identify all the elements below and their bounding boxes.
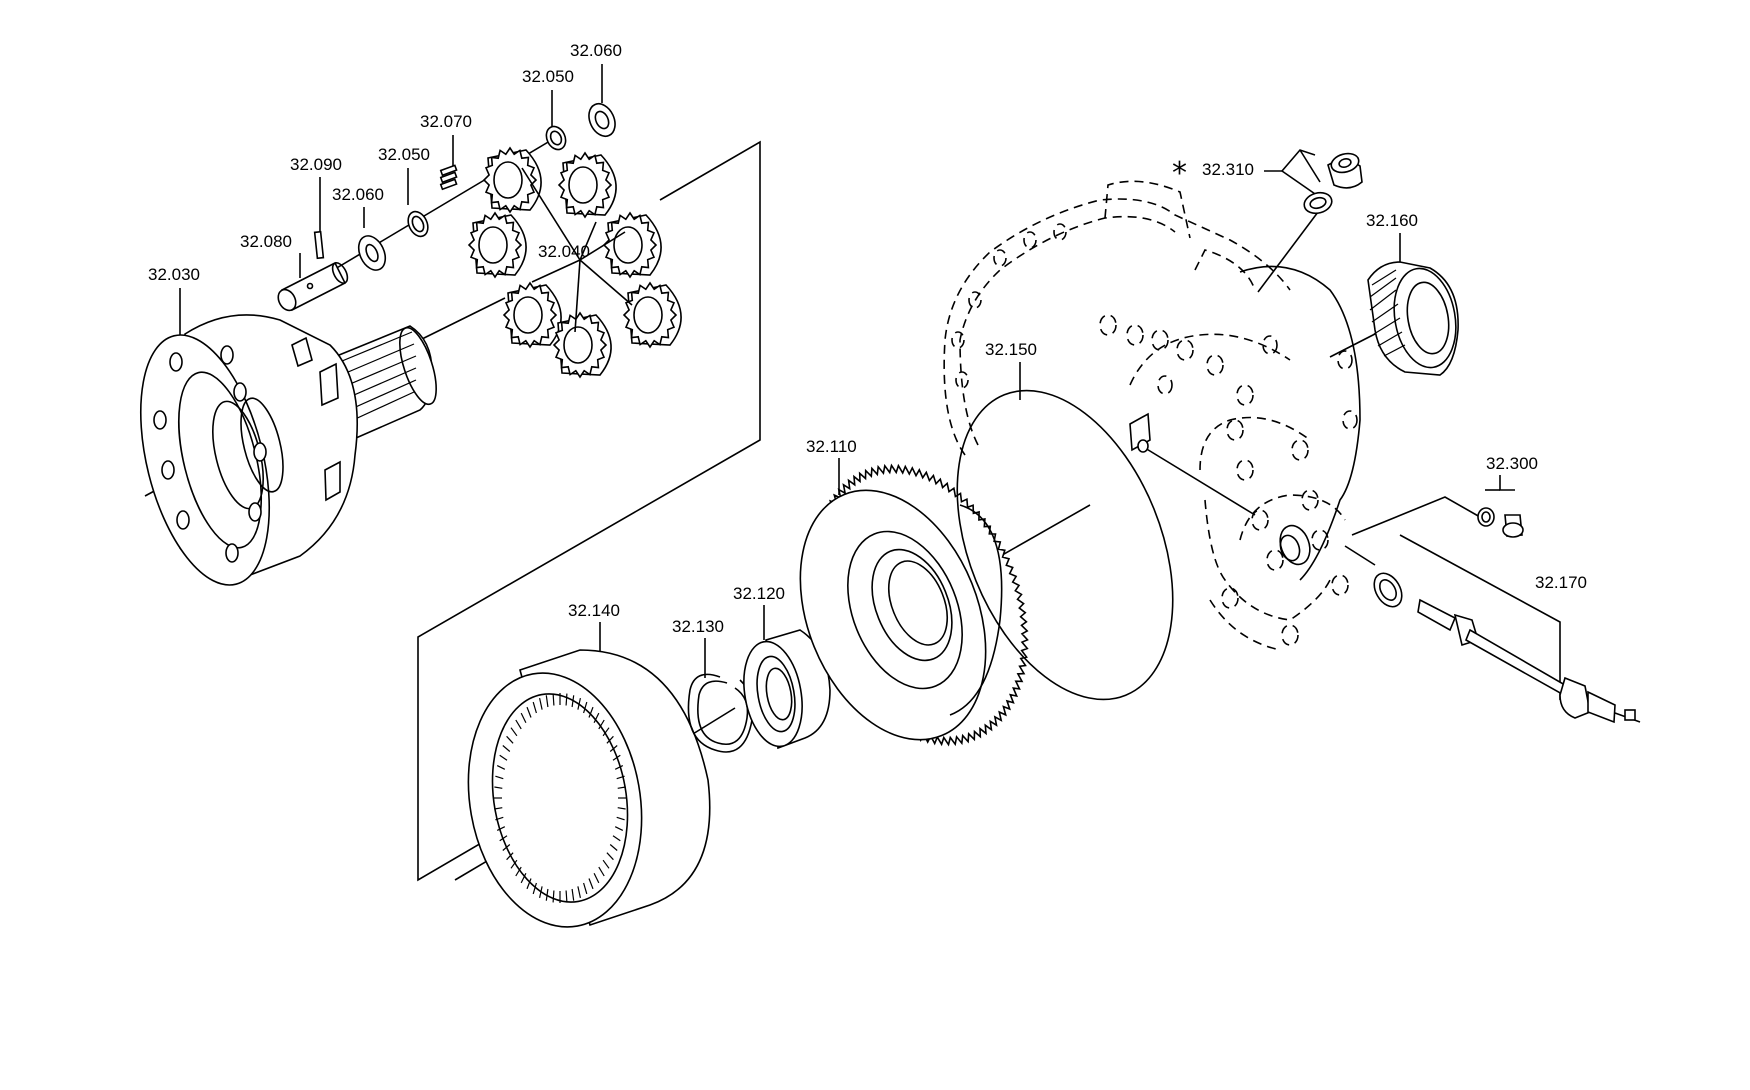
bevel-gear [1367,261,1459,376]
label-32-050-mid: 32.050 [378,145,430,164]
label-32-030: 32.030 [148,265,200,284]
label-32-060-mid: 32.060 [332,185,384,204]
label-32-300: 32.300 [1486,454,1538,473]
circlip [687,673,754,753]
label-32-040: 32.040 [538,242,590,261]
planet-gear [482,146,542,214]
planet-carrier [139,314,437,586]
planet-gear [502,281,562,349]
planet-gear [467,211,527,279]
planet-gears [467,146,682,379]
planet-gear [602,211,662,279]
planet-gear [552,311,612,379]
label-32-110: 32.110 [806,437,857,456]
ring-gear [467,649,711,928]
label-32-060-top: 32.060 [570,41,622,60]
seal-screw [1477,507,1524,538]
label-32-160: 32.160 [1366,211,1418,230]
label-32-150: 32.150 [985,340,1037,359]
screw-plug [1303,152,1363,215]
label-32-050-top: 32.050 [522,67,574,86]
asterisk-marker: * [1172,156,1187,191]
planet-gear [557,151,617,219]
planet-gear [622,281,682,349]
housing [943,180,1361,651]
label-32-310: 32.310 [1202,160,1254,179]
label-32-130: 32.130 [672,617,724,636]
label-32-120: 32.120 [733,584,785,603]
label-32-140: 32.140 [568,601,620,620]
speed-sensor [1373,572,1641,724]
o-ring [956,389,1174,701]
planet-gear-leaders [521,167,633,333]
bearing [743,629,831,750]
pin-assembly [277,102,616,312]
label-32-080: 32.080 [240,232,292,251]
part-labels: 32.060 32.050 32.070 32.090 32.050 32.06… [148,41,1587,636]
main-gear [799,463,1029,747]
label-32-090: 32.090 [290,155,342,174]
label-32-170: 32.170 [1535,573,1587,592]
label-32-070: 32.070 [420,112,472,131]
